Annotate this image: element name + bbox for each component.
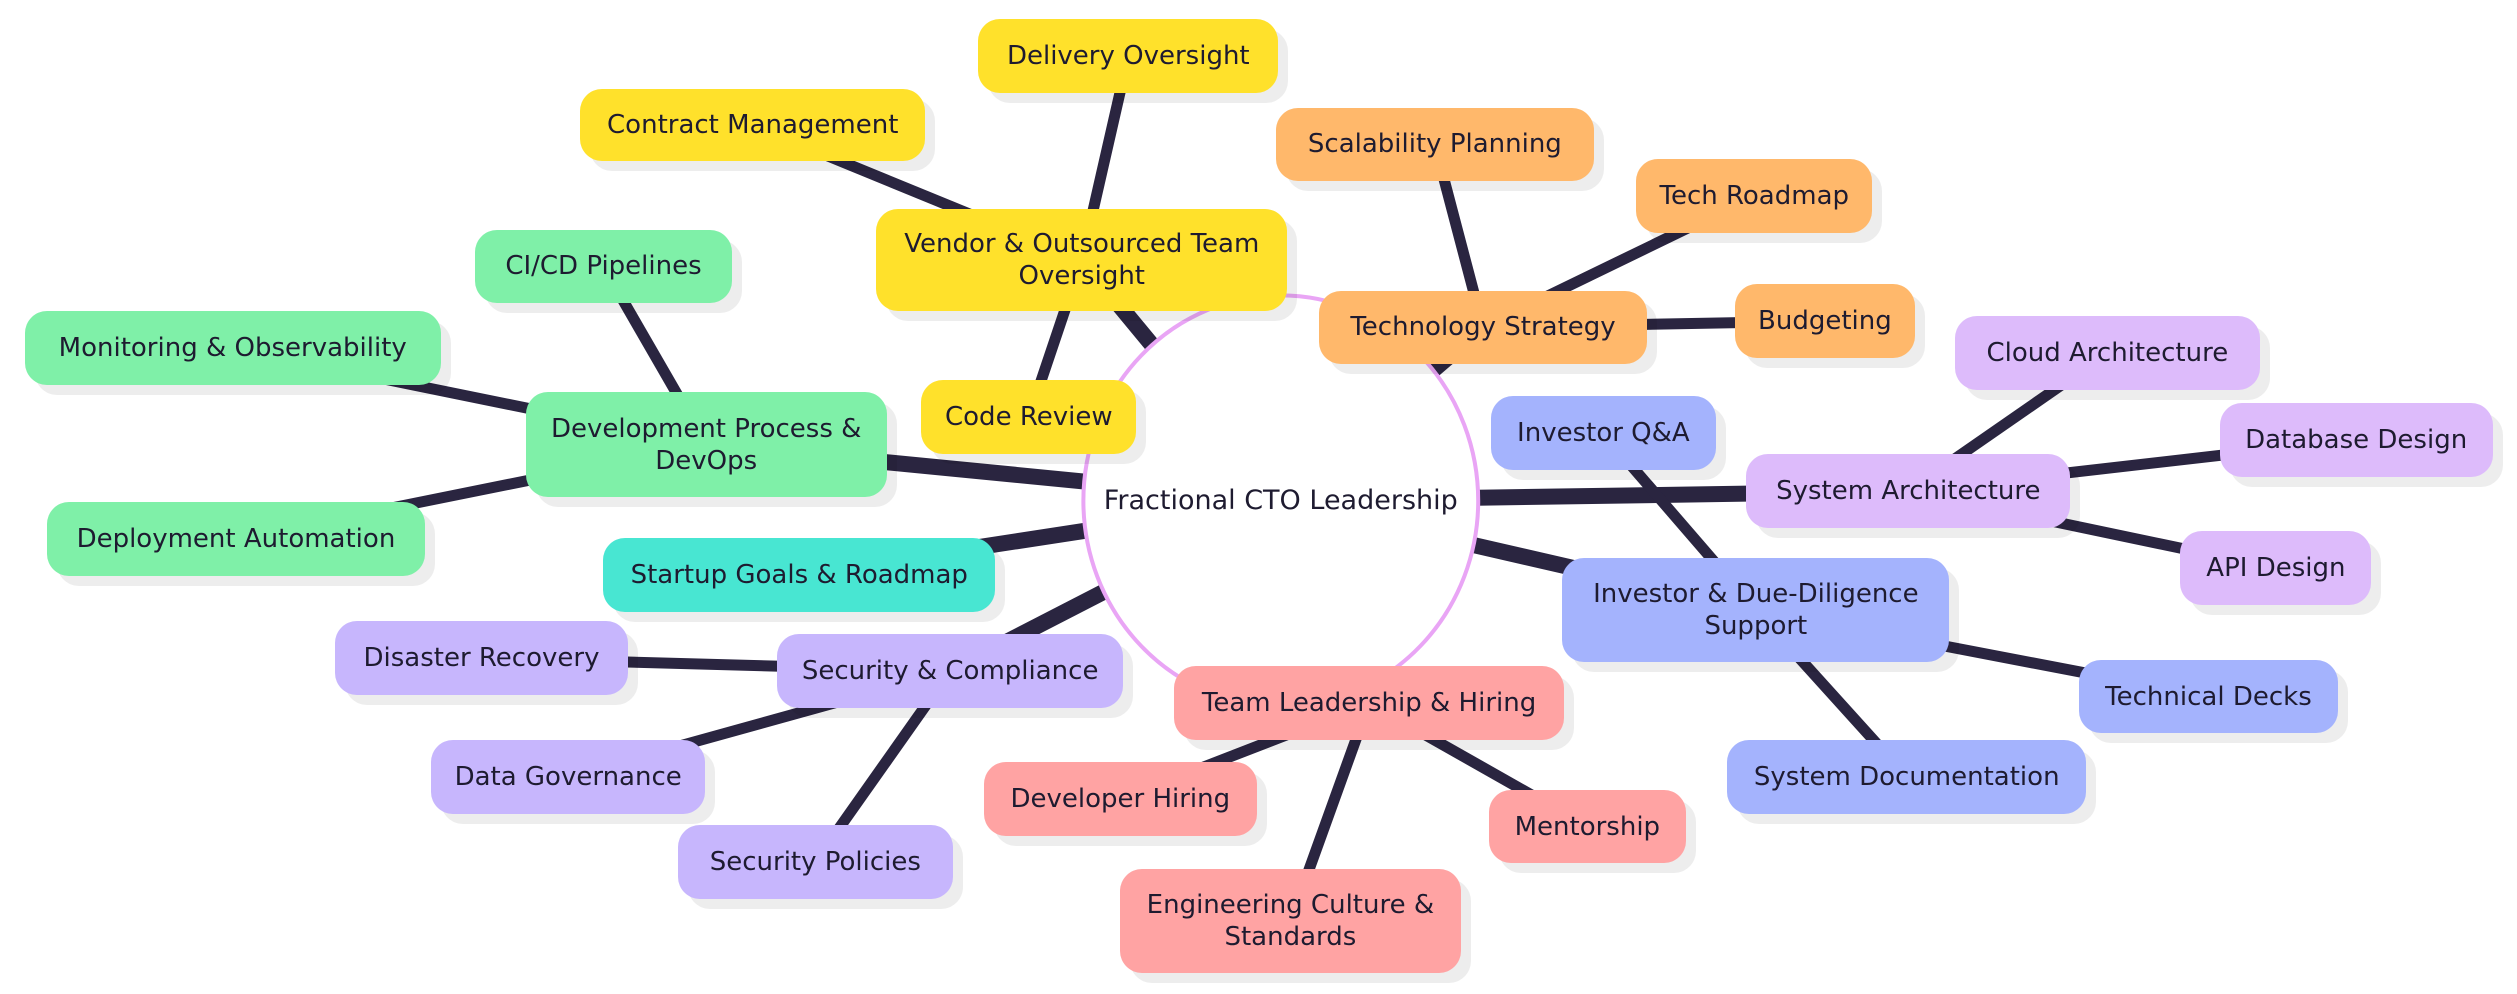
node-data-governance[interactable]: Data Governance <box>430 739 706 814</box>
node-scalability-planning[interactable]: Scalability Planning <box>1275 107 1594 182</box>
node-code-review[interactable]: Code Review <box>921 380 1137 455</box>
node-contract-management[interactable]: Contract Management <box>580 89 926 162</box>
node-budgeting[interactable]: Budgeting <box>1735 284 1915 358</box>
node-startup-goals-roadmap[interactable]: Startup Goals & Roadmap <box>603 537 996 612</box>
node-monitoring-observability[interactable]: Monitoring & Observability <box>24 311 441 386</box>
node-database-design[interactable]: Database Design <box>2219 402 2493 477</box>
node-engineering-culture-standards[interactable]: Engineering Culture & Standards <box>1120 869 1461 974</box>
node-team-leadership-hiring[interactable]: Team Leadership & Hiring <box>1174 666 1565 740</box>
node-security-policies[interactable]: Security Policies <box>678 824 953 899</box>
node-disaster-recovery[interactable]: Disaster Recovery <box>335 621 628 695</box>
node-investor-q-a[interactable]: Investor Q&A <box>1491 396 1716 471</box>
node-delivery-oversight[interactable]: Delivery Oversight <box>978 19 1279 94</box>
node-development-process-devops[interactable]: Development Process & DevOps <box>525 392 887 497</box>
node-system-documentation[interactable]: System Documentation <box>1726 739 2087 814</box>
node-api-design[interactable]: API Design <box>2180 531 2372 606</box>
node-ci-cd-pipelines[interactable]: CI/CD Pipelines <box>475 229 732 304</box>
node-vendor-outsourced-team-oversight[interactable]: Vendor & Outsourced Team Oversight <box>876 208 1288 312</box>
node-tech-roadmap[interactable]: Tech Roadmap <box>1636 158 1873 233</box>
node-developer-hiring[interactable]: Developer Hiring <box>983 762 1257 837</box>
node-system-architecture[interactable]: System Architecture <box>1746 454 2071 529</box>
node-mentorship[interactable]: Mentorship <box>1488 789 1687 864</box>
node-cloud-architecture[interactable]: Cloud Architecture <box>1954 316 2260 390</box>
node-technical-decks[interactable]: Technical Decks <box>2079 659 2338 734</box>
node-investor-due-diligence-support[interactable]: Investor & Due-Diligence Support <box>1562 557 1950 663</box>
node-security-compliance[interactable]: Security & Compliance <box>776 633 1124 708</box>
root-node[interactable]: Fractional CTO Leadership <box>1103 485 1458 517</box>
node-deployment-automation[interactable]: Deployment Automation <box>47 502 425 577</box>
node-technology-strategy[interactable]: Technology Strategy <box>1319 290 1647 365</box>
